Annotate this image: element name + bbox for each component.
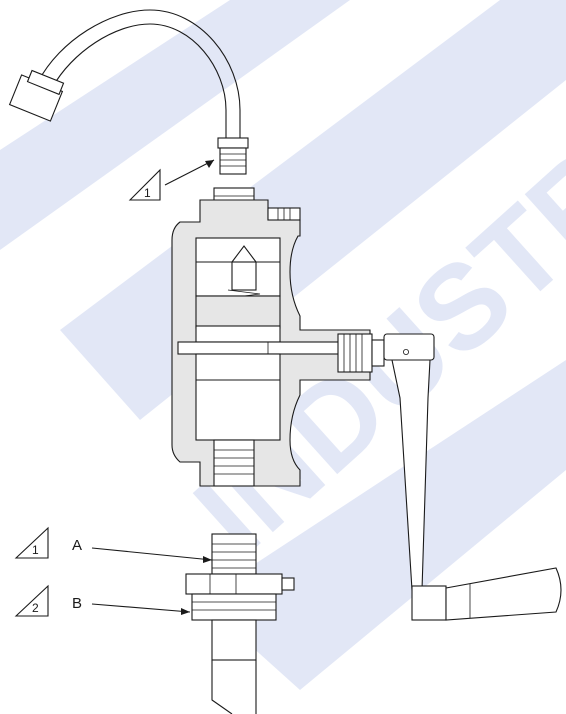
callout-a-marker: 1 bbox=[32, 543, 39, 557]
callout-b-letter: B bbox=[72, 595, 82, 612]
crank-handle bbox=[383, 333, 562, 621]
callout-a: 1 A bbox=[14, 526, 213, 563]
callout-b-marker: 2 bbox=[32, 601, 39, 615]
packing-nut bbox=[337, 333, 385, 373]
valve-body bbox=[171, 187, 375, 487]
callout-a-letter: A bbox=[72, 537, 82, 554]
hose bbox=[8, 9, 249, 175]
callout-top-marker: 1 bbox=[144, 186, 151, 200]
callout-top: 1 bbox=[128, 159, 215, 201]
bottom-fitting bbox=[185, 533, 295, 714]
hose-collar bbox=[217, 137, 249, 149]
threaded-nipple-top bbox=[219, 147, 247, 175]
hose-end-fitting bbox=[8, 69, 65, 122]
callout-b: 2 B bbox=[14, 584, 191, 617]
